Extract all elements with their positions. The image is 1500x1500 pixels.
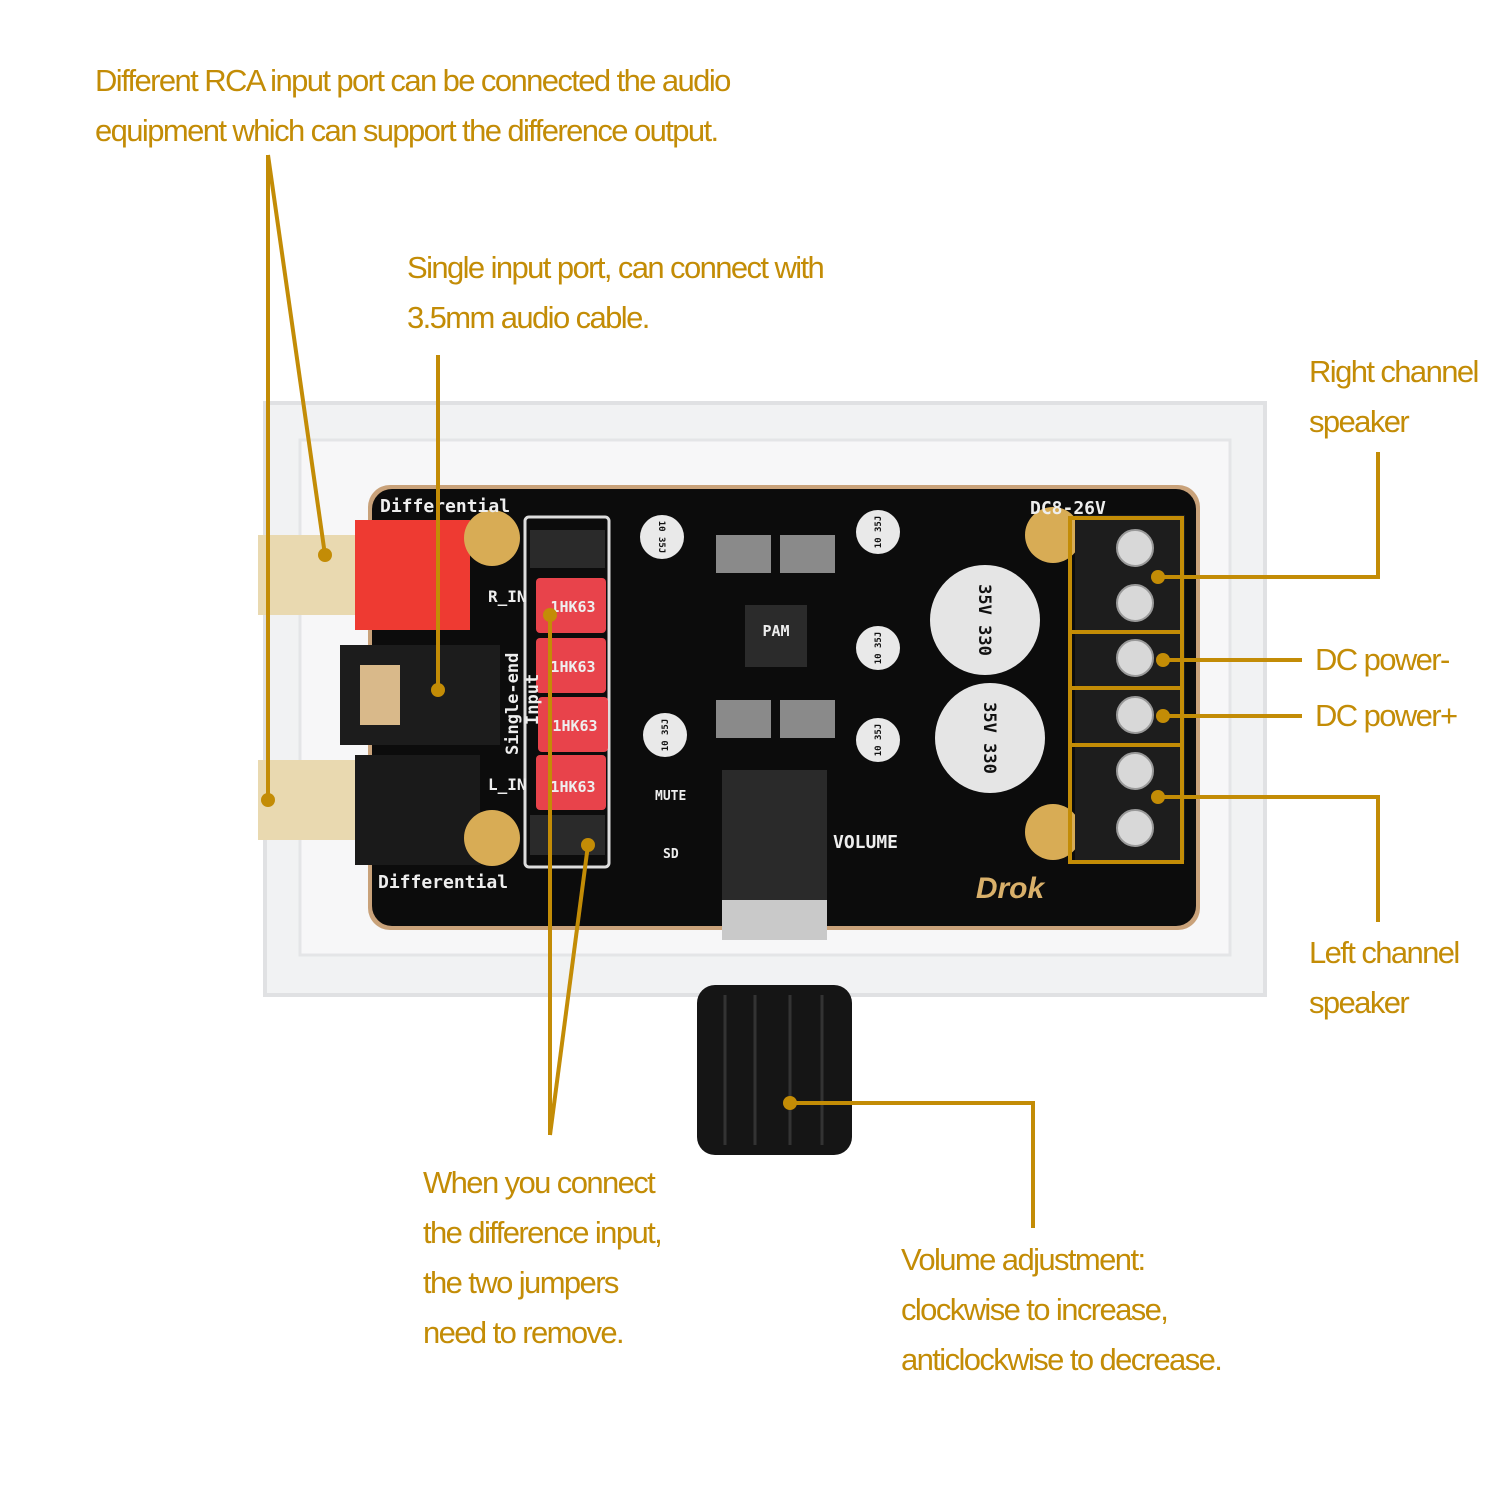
- small-cap-label: 10 35J: [661, 719, 671, 752]
- silk-sd: SD: [663, 847, 679, 862]
- annotation-left-channel: Left channel speaker: [1309, 928, 1460, 1028]
- annotation-dc-plus: DC power+: [1315, 698, 1458, 733]
- annotation-single-input: Single input port, can connect with 3.5m…: [407, 243, 825, 343]
- film-cap-label: 1HK63: [552, 717, 597, 735]
- amplifier-chip: [745, 605, 807, 667]
- film-capacitors: [536, 578, 608, 810]
- annotation-line: When you connect: [423, 1165, 656, 1200]
- silk-volume: VOLUME: [833, 832, 898, 853]
- potentiometer: [722, 770, 827, 910]
- silk-input: Input: [523, 674, 543, 725]
- small-cap-label: 10 35J: [656, 521, 666, 554]
- annotation-line: clockwise to increase,: [901, 1292, 1169, 1327]
- annotation-line: anticlockwise to decrease.: [901, 1342, 1223, 1377]
- annotation-line: equipment which can support the differen…: [95, 113, 719, 148]
- screws: [464, 507, 1081, 866]
- annotation-line: 3.5mm audio cable.: [407, 300, 650, 335]
- film-cap-label: 1HK63: [550, 778, 595, 796]
- callout-dots: [261, 548, 1170, 1110]
- annotation-jumpers: When you connect the difference input, t…: [423, 1158, 663, 1358]
- annotation-line: Left channel: [1309, 935, 1460, 970]
- annotation-right-channel: Right channel speaker: [1309, 347, 1479, 447]
- rca-black-housing: [355, 755, 480, 865]
- annotation-line: speaker: [1309, 985, 1410, 1020]
- rca-red-housing: [355, 520, 470, 630]
- annotation-line: need to remove.: [423, 1315, 625, 1350]
- silk-power: DC8-26V: [1030, 498, 1106, 519]
- silk-differential-bottom: Differential: [378, 872, 508, 893]
- silk-r-in: R_IN: [488, 587, 527, 606]
- silk-mute: MUTE: [655, 789, 686, 804]
- inductors: [716, 535, 835, 738]
- silk-l-in: L_IN: [488, 775, 527, 794]
- silk-single-end: Single-end: [503, 653, 523, 755]
- silk-differential-top: Differential: [380, 496, 510, 517]
- annotation-line: Right channel: [1309, 354, 1479, 389]
- film-cap-label: 1HK63: [550, 658, 595, 676]
- rca-jack-right: [258, 535, 358, 615]
- large-cap-label: 35V 330: [974, 584, 994, 656]
- annotation-line: the difference input,: [423, 1215, 663, 1250]
- annotation-line: speaker: [1309, 404, 1410, 439]
- small-cap-label: 10 35J: [874, 632, 884, 665]
- volume-knob[interactable]: [697, 985, 852, 1155]
- annotation-rca: Different RCA input port can be connecte…: [95, 56, 731, 156]
- annotation-line: Volume adjustment:: [901, 1242, 1146, 1277]
- annotation-dc-minus: DC power-: [1315, 642, 1450, 677]
- terminal-screws: [1116, 529, 1154, 847]
- annotation-line: Different RCA input port can be connecte…: [95, 63, 731, 98]
- small-cap-label: 10 35J: [874, 724, 884, 757]
- large-capacitors: [930, 565, 1045, 793]
- film-cap-label: 1HK63: [550, 598, 595, 616]
- chip-label: PAM: [762, 622, 789, 640]
- annotation-line: Single input port, can connect with: [407, 250, 825, 285]
- large-cap-label: 35V 330: [979, 702, 999, 774]
- drok-logo: Drok: [976, 872, 1046, 905]
- annotation-line: the two jumpers: [423, 1265, 619, 1300]
- jumper-area: [523, 515, 611, 869]
- small-cap-label: 10 35J: [874, 516, 884, 549]
- callout-lines: [266, 154, 1380, 1228]
- annotation-volume: Volume adjustment: clockwise to increase…: [901, 1235, 1223, 1385]
- small-capacitors: [640, 510, 900, 762]
